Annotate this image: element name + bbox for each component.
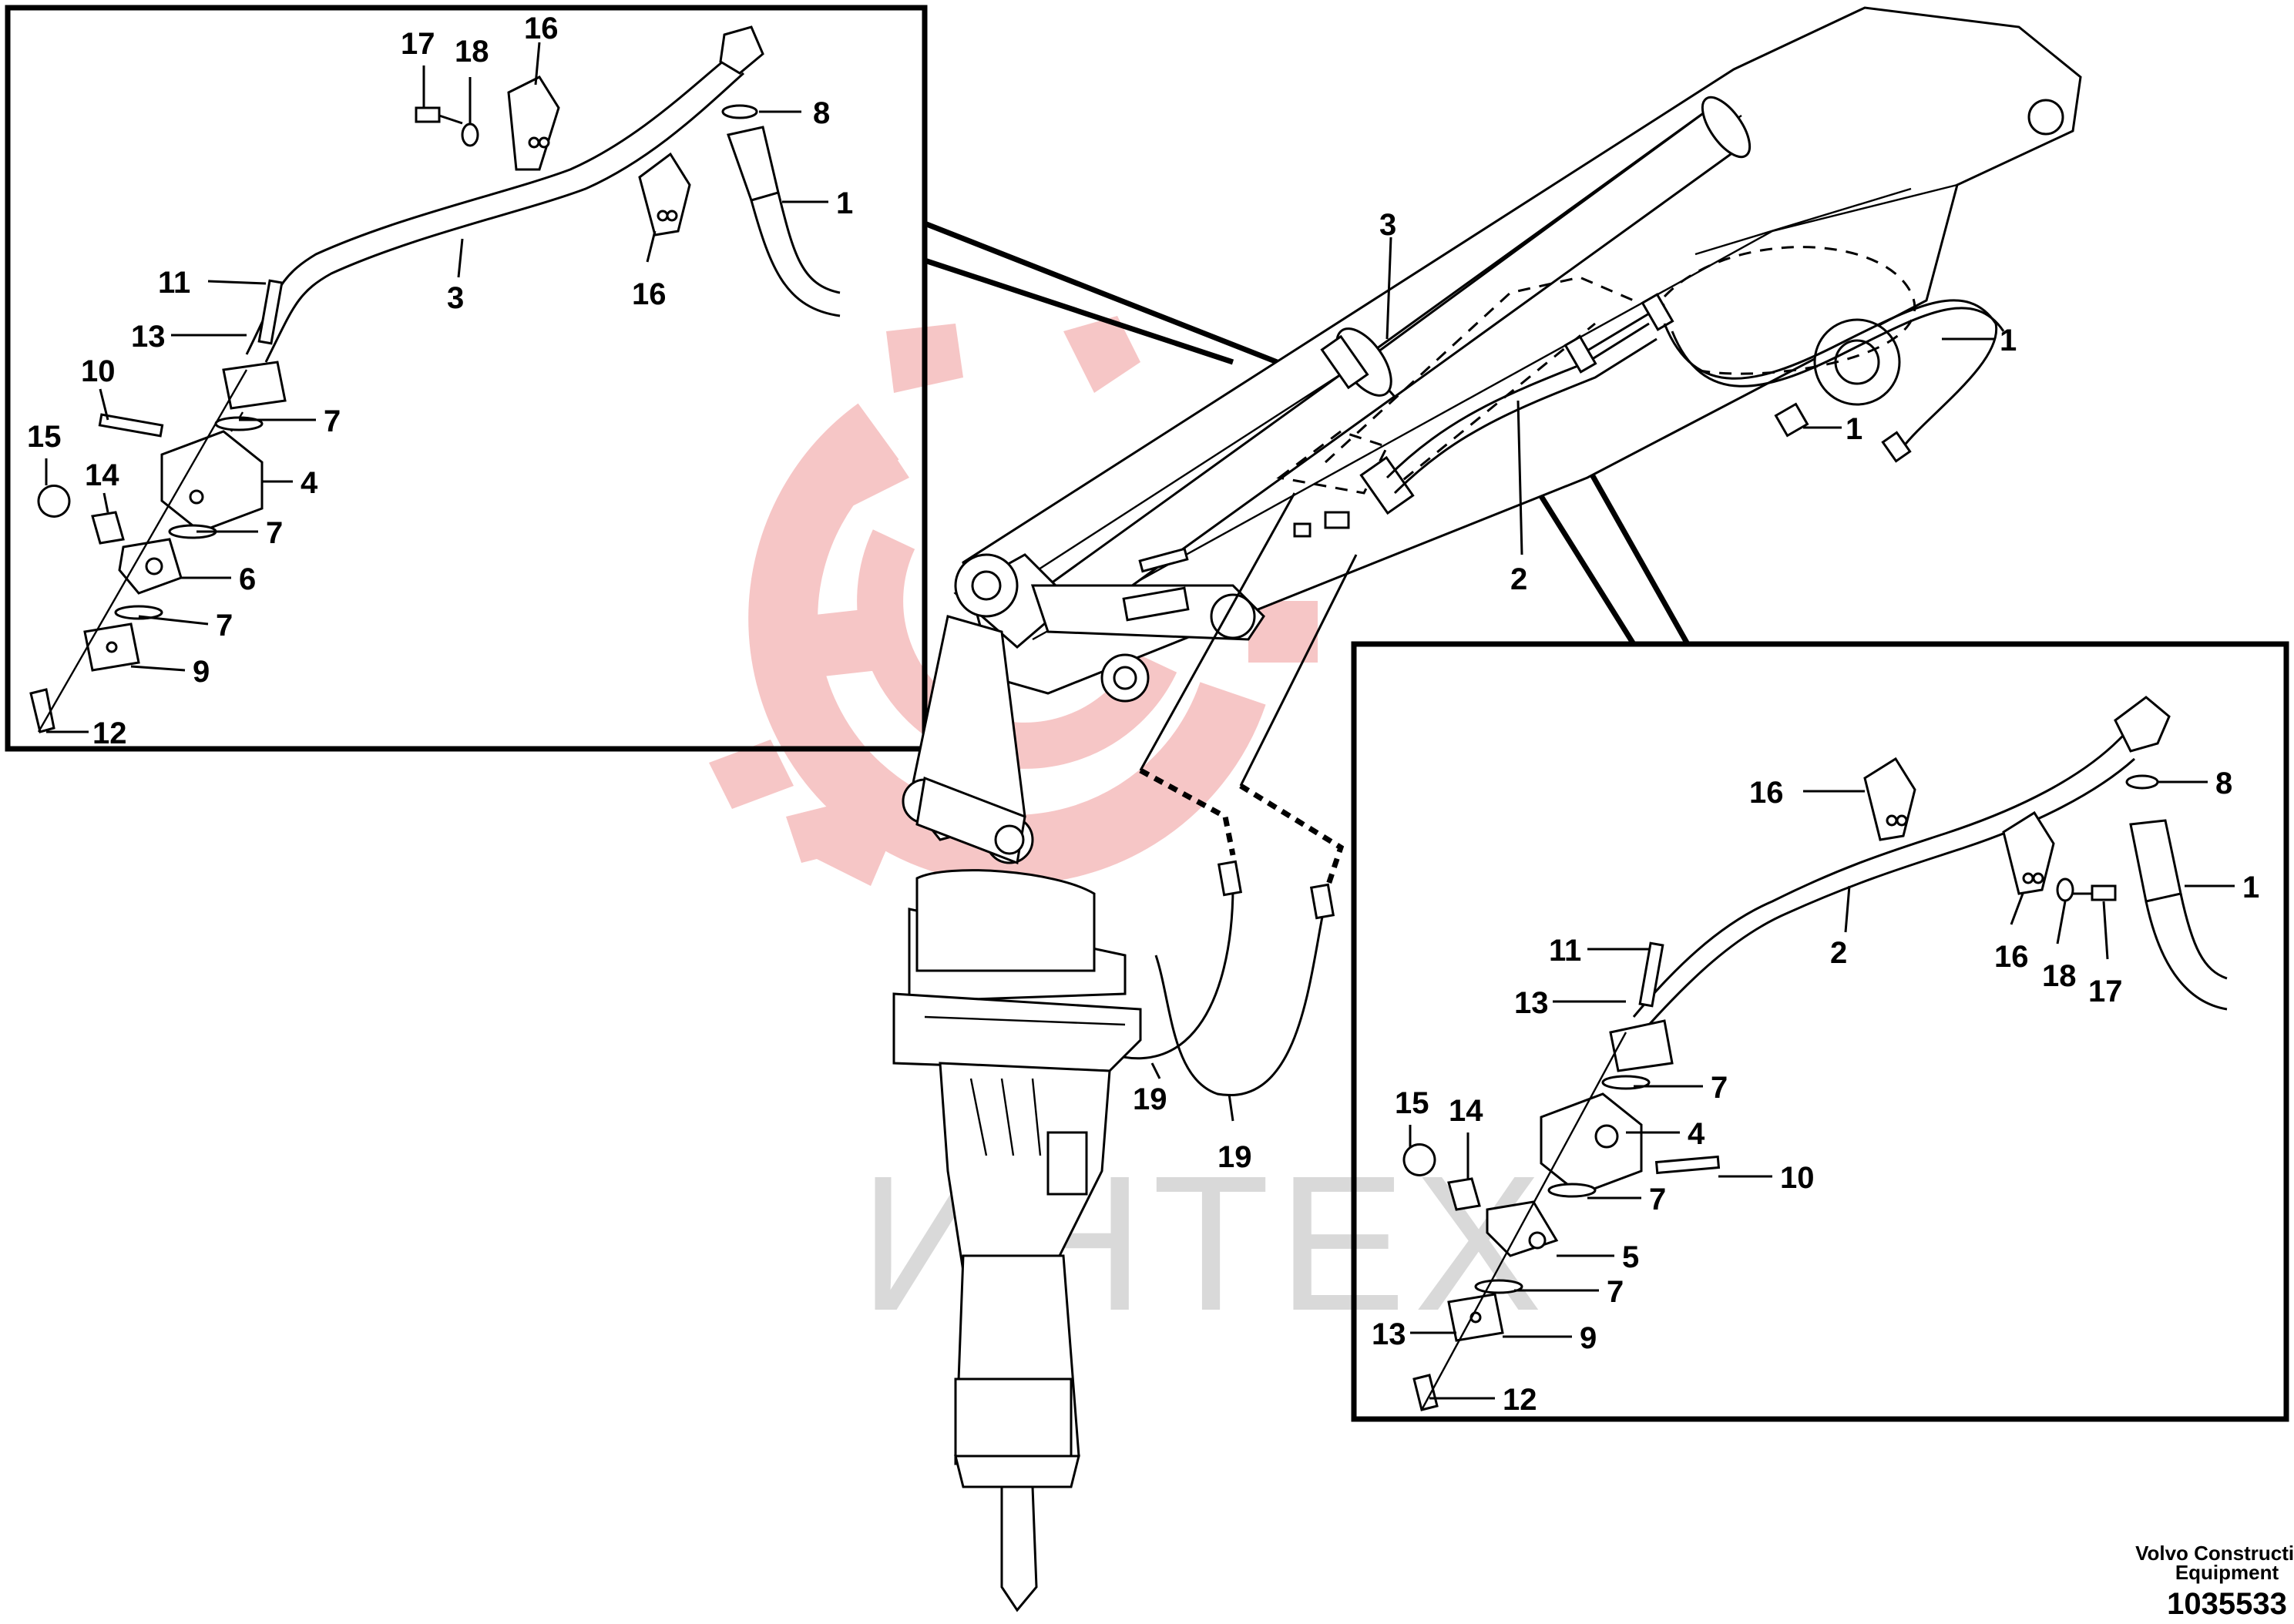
label-hose-fitting: 1 [1846,412,1862,446]
footer-drawing-number: 1035533 [2167,1587,2287,1620]
label-boom-pipe: 3 [1379,208,1396,242]
left-label-1: 1 [836,186,853,220]
left-label-7c: 7 [216,609,233,643]
footer-brand-line1: Volvo Construction [2135,1542,2294,1565]
left-label-11: 11 [158,266,190,300]
left-label-14: 14 [85,458,119,492]
label-hose-right: 1 [2000,324,2017,357]
right-label-7a: 7 [1711,1071,1728,1105]
left-detail-drawing [29,25,841,733]
right-detail-labels: 16 8 1 2 16 18 17 11 13 7 15 14 4 10 7 5… [1372,767,2259,1417]
right-label-12: 12 [1503,1383,1537,1417]
right-label-15: 15 [1395,1086,1429,1120]
left-label-16b: 16 [632,277,667,311]
left-label-7b: 7 [266,516,283,550]
label-hammer-hose-b: 19 [1218,1140,1252,1174]
left-label-18: 18 [455,35,489,69]
left-detail-labels: 17 18 16 8 1 11 3 16 13 10 7 15 14 4 7 6… [27,12,853,750]
right-label-8: 8 [2215,767,2232,800]
right-label-14: 14 [1449,1094,1483,1128]
boom-stick-assembly [892,6,2082,1612]
right-detail-frame [1351,641,2289,1422]
right-label-7b: 7 [1649,1183,1666,1216]
right-label-2: 2 [1830,936,1847,970]
callout-line-left-bot [923,257,1234,365]
left-label-4: 4 [301,466,318,500]
left-label-16a: 16 [524,12,559,45]
right-label-13b: 13 [1372,1317,1406,1351]
callout-line-left-top [923,220,1288,369]
right-label-18: 18 [2042,959,2077,993]
right-label-1: 1 [2242,871,2259,904]
right-label-16b: 16 [1994,940,2029,974]
right-label-13a: 13 [1514,986,1549,1020]
right-detail-drawing [1402,696,2228,1411]
right-label-4: 4 [1688,1117,1705,1151]
left-label-6: 6 [239,562,256,596]
label-stick-pipe: 2 [1510,562,1527,596]
right-label-10: 10 [1780,1161,1815,1195]
left-label-9: 9 [193,655,210,689]
footer-brand-line2: Equipment [2175,1561,2279,1584]
label-hammer-hose-a: 19 [1133,1082,1167,1116]
left-label-8: 8 [813,96,830,130]
right-label-16a: 16 [1749,776,1784,810]
left-detail-frame [5,5,928,752]
left-label-3: 3 [447,281,464,315]
left-label-10: 10 [81,354,116,388]
left-label-7a: 7 [324,404,341,438]
left-label-13: 13 [131,320,166,354]
right-label-5: 5 [1622,1240,1639,1274]
main-callouts: 3 2 1 1 19 19 [1133,208,2017,1174]
right-label-9: 9 [1580,1321,1597,1355]
left-label-12: 12 [92,716,127,750]
right-label-17: 17 [2088,975,2123,1008]
left-label-15: 15 [27,420,62,454]
left-label-17: 17 [401,27,435,61]
right-label-11: 11 [1549,934,1581,968]
right-label-7c: 7 [1607,1275,1624,1309]
